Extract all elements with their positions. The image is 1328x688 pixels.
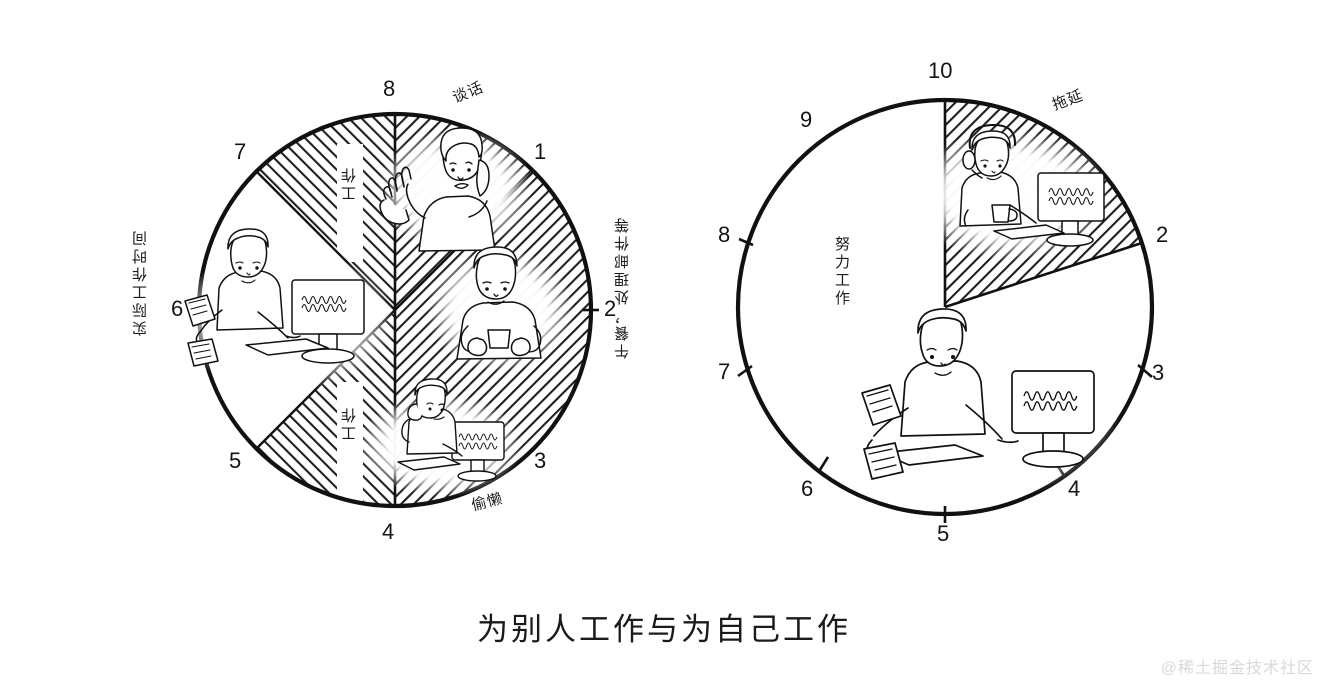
left-number-8: 8 bbox=[383, 76, 396, 101]
right-number-8: 8 bbox=[718, 222, 731, 247]
figure-bored-desk bbox=[358, 378, 522, 497]
right-number-9: 9 bbox=[800, 107, 813, 132]
left-number-5: 5 bbox=[229, 448, 242, 473]
right-tick-7 bbox=[737, 364, 753, 378]
figure-man-desk-left bbox=[175, 228, 395, 392]
figure-headset-man bbox=[910, 123, 1110, 261]
left-work-upper-ribbon bbox=[337, 144, 363, 262]
left-number-7: 7 bbox=[234, 139, 247, 164]
right-divider-2 bbox=[944, 241, 1143, 309]
left-number-1: 1 bbox=[534, 139, 547, 164]
right-number-6: 6 bbox=[801, 476, 814, 501]
right-tick-3 bbox=[1137, 364, 1153, 378]
left-number-6: 6 bbox=[171, 296, 184, 321]
left-number-4: 4 bbox=[382, 519, 395, 544]
page-title: 为别人工作与为自己工作 bbox=[477, 612, 851, 647]
left-label-actual-work-time: 实际工作时间 bbox=[133, 228, 149, 336]
figure-talking-woman bbox=[377, 127, 533, 252]
right-number-7: 7 bbox=[718, 359, 731, 384]
watermark: @稀土掘金技术社区 bbox=[1160, 660, 1314, 677]
right-number-3: 3 bbox=[1152, 360, 1165, 385]
left-number-3: 3 bbox=[534, 448, 547, 473]
right-number-4: 4 bbox=[1068, 476, 1081, 501]
left-label-lunch-email: 午餐，处理邮件等 bbox=[615, 215, 631, 359]
right-number-5: 5 bbox=[937, 521, 950, 546]
right-number-10: 10 bbox=[928, 58, 953, 83]
right-pie-group bbox=[735, 97, 1155, 523]
figure-man-mug bbox=[426, 246, 574, 372]
right-tick-6 bbox=[816, 456, 830, 474]
right-label-work-hard: 努力工作 bbox=[833, 236, 849, 308]
left-number-2: 2 bbox=[604, 296, 617, 321]
right-tick-8 bbox=[738, 237, 754, 247]
left-pie-group bbox=[175, 111, 599, 509]
right-number-2: 2 bbox=[1156, 222, 1169, 247]
left-label-work-upper: 工作 bbox=[342, 165, 358, 201]
figure-man-desk-right bbox=[820, 308, 1120, 502]
left-label-work-lower: 工作 bbox=[342, 405, 358, 441]
